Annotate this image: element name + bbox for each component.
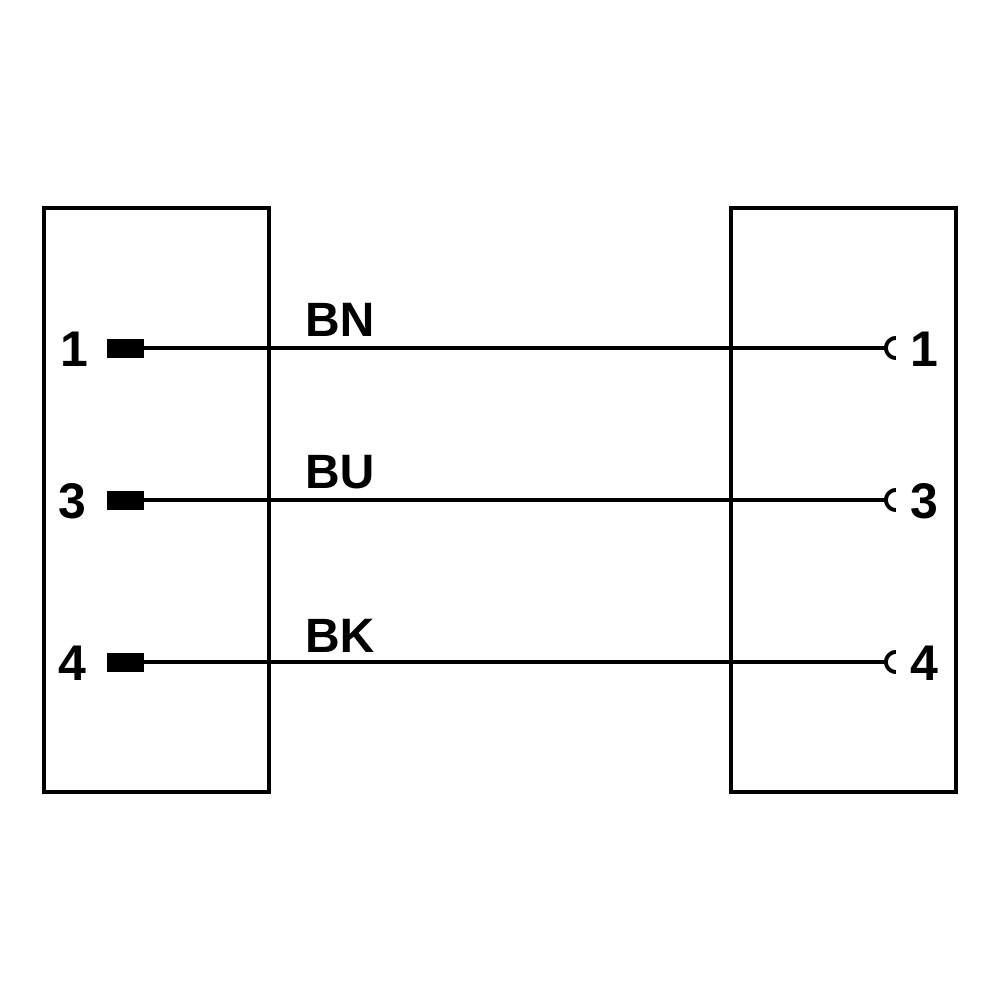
wire-color-label: BU <box>305 446 374 499</box>
male-pin-icon <box>107 491 144 510</box>
right-pin-label: 3 <box>910 473 938 529</box>
female-socket-icon <box>884 336 897 360</box>
male-pin-icon <box>107 339 144 358</box>
wire-row-4: 4 4 BK <box>58 610 938 691</box>
left-pin-label: 3 <box>58 473 86 529</box>
wire-row-3: 3 3 BU <box>58 446 938 529</box>
right-pin-label: 4 <box>910 635 938 691</box>
female-socket-icon <box>884 488 897 512</box>
left-pin-label: 1 <box>60 321 88 377</box>
female-socket-icon <box>884 650 897 674</box>
right-pin-label: 1 <box>910 321 938 377</box>
wire-color-label: BK <box>305 610 375 663</box>
male-pin-icon <box>107 653 144 672</box>
wire-color-label: BN <box>305 294 374 347</box>
left-pin-label: 4 <box>58 635 86 691</box>
wire-row-1: 1 1 BN <box>60 294 938 377</box>
